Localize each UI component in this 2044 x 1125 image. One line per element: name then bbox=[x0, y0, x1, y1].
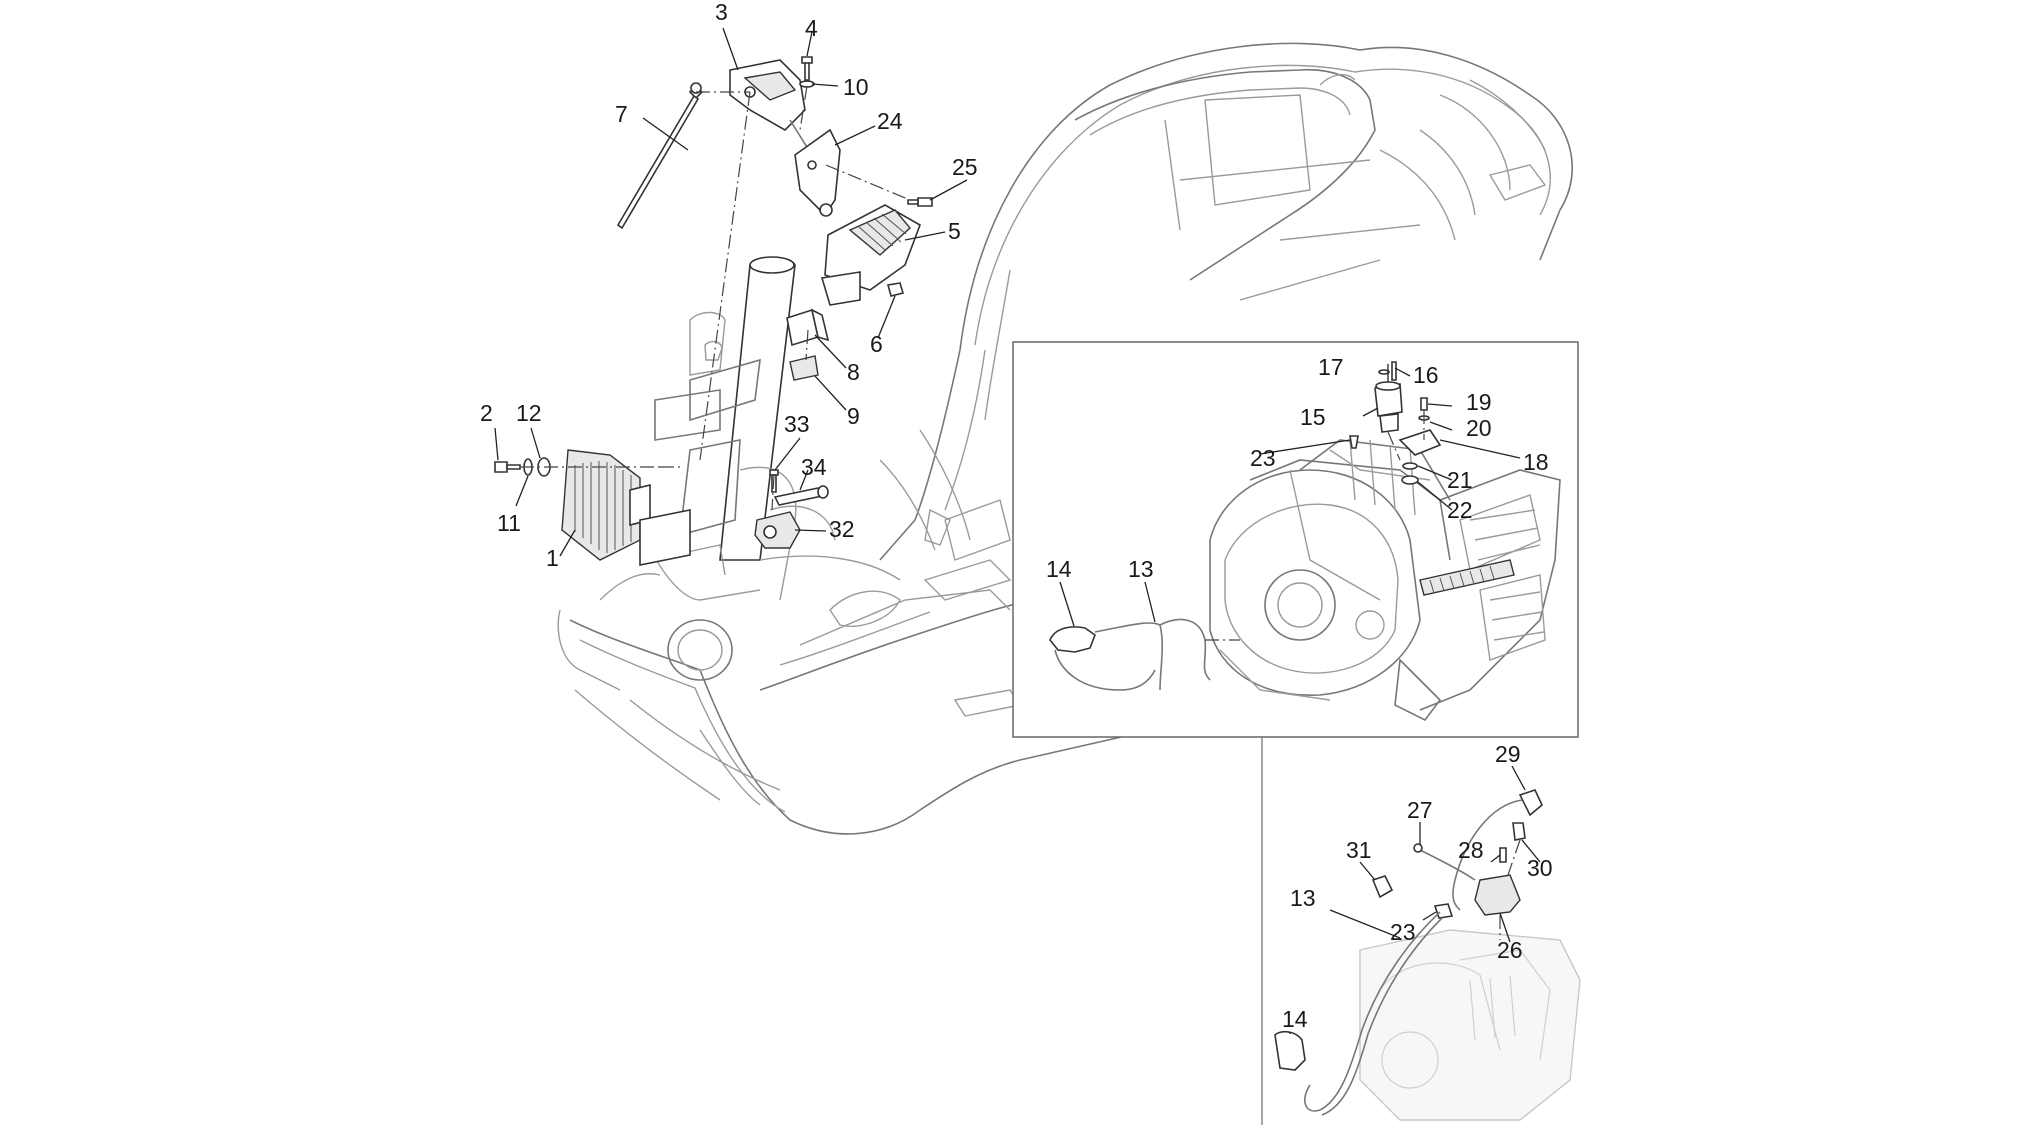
left-leader-lines bbox=[494, 27, 968, 557]
callout-22: 22 bbox=[1447, 497, 1473, 523]
callout-17: 17 bbox=[1318, 354, 1344, 380]
callout-2: 2 bbox=[480, 400, 493, 426]
callout-8: 8 bbox=[847, 359, 860, 385]
callout-10: 10 bbox=[843, 74, 869, 100]
callout-31: 31 bbox=[1346, 837, 1372, 863]
callout-25: 25 bbox=[952, 154, 978, 180]
callout-12: 12 bbox=[516, 400, 542, 426]
callout-27: 27 bbox=[1407, 797, 1433, 823]
callout-20: 20 bbox=[1466, 415, 1492, 441]
callout-13-lower: 13 bbox=[1290, 885, 1316, 911]
callout-23-lower: 23 bbox=[1390, 919, 1416, 945]
callout-15: 15 bbox=[1300, 404, 1326, 430]
callout-7: 7 bbox=[615, 101, 628, 127]
callout-23: 23 bbox=[1250, 445, 1276, 471]
callout-9: 9 bbox=[847, 403, 860, 429]
callout-13: 13 bbox=[1128, 556, 1154, 582]
callout-5: 5 bbox=[948, 218, 961, 244]
lower-variant-drawing bbox=[1274, 765, 1581, 1121]
callout-19: 19 bbox=[1466, 389, 1492, 415]
engine-inset bbox=[1012, 341, 1579, 738]
callout-33: 33 bbox=[784, 411, 810, 437]
callout-32: 32 bbox=[829, 516, 855, 542]
left-side-parts bbox=[494, 56, 933, 566]
callout-1: 1 bbox=[546, 545, 559, 571]
callout-26: 26 bbox=[1497, 937, 1523, 963]
scooter-body-drawing bbox=[557, 42, 1573, 835]
callout-21: 21 bbox=[1447, 467, 1473, 493]
callout-6: 6 bbox=[870, 331, 883, 357]
callout-30: 30 bbox=[1527, 855, 1553, 881]
callout-14-lower: 14 bbox=[1282, 1006, 1308, 1032]
callout-3: 3 bbox=[715, 0, 728, 25]
callout-14: 14 bbox=[1046, 556, 1072, 582]
callout-4: 4 bbox=[805, 15, 818, 41]
callout-18: 18 bbox=[1523, 449, 1549, 475]
callout-28: 28 bbox=[1458, 837, 1484, 863]
callout-29: 29 bbox=[1495, 741, 1521, 767]
callout-11: 11 bbox=[497, 510, 521, 536]
callout-16: 16 bbox=[1413, 362, 1439, 388]
callout-labels: 3 4 10 7 24 25 5 8 6 9 33 34 32 2 12 11 … bbox=[480, 0, 1553, 1032]
callout-34: 34 bbox=[801, 454, 827, 480]
callout-24: 24 bbox=[877, 108, 903, 134]
